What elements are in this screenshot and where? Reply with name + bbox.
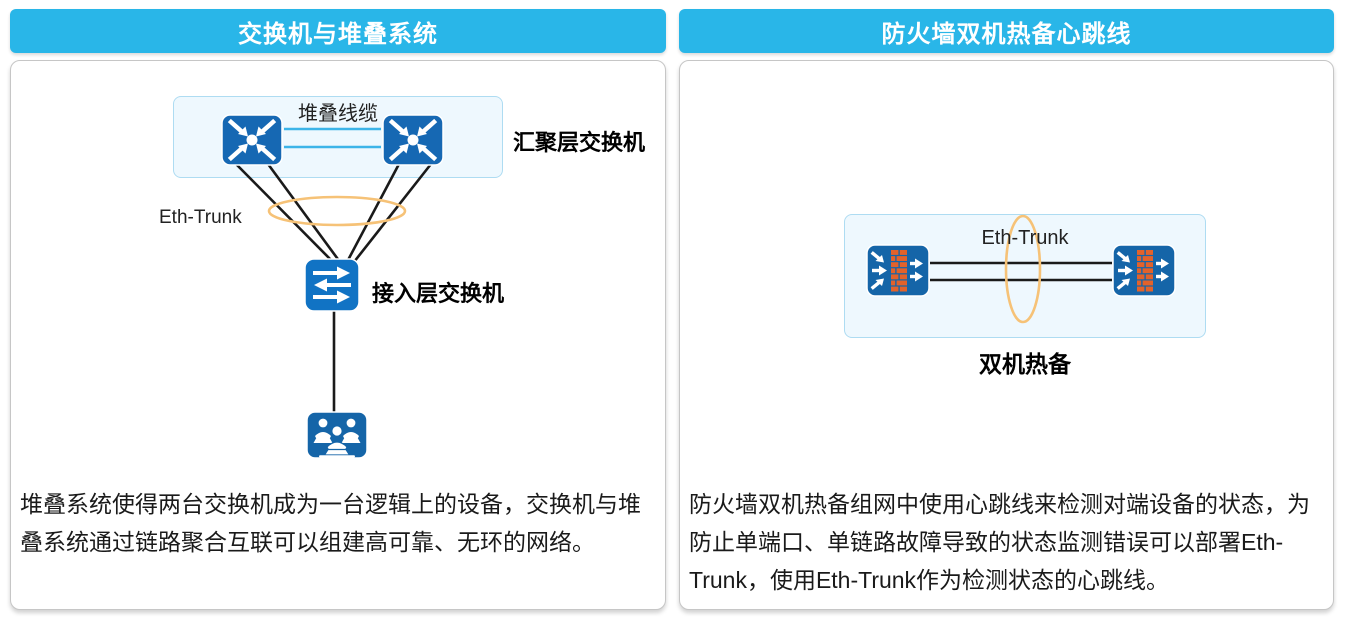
eth-trunk-ellipse [267,195,407,227]
firewall-icon-left [866,244,930,297]
users-icon [306,411,368,459]
hot-standby-label: 双机热备 [979,351,1071,377]
right-panel-description: 防火墙双机热备组网中使用心跳线来检测对端设备的状态，为防止单端口、单链路故障导致… [689,491,1310,593]
uplink-line-2 [266,163,342,263]
aggregation-switch-label: 汇聚层交换机 [513,130,646,155]
panel-firewall-heartbeat: 防火墙双机热备心跳线 [679,0,1334,626]
uplink-line-4 [352,163,433,263]
access-switch-icon [304,258,360,312]
stack-switch-icon-left [221,114,283,166]
stack-switch-icon-right [382,114,444,166]
hot-standby-diagram: Eth-Trunk 双机热备 [680,61,1333,609]
right-panel-title: 防火墙双机热备心跳线 [679,9,1334,53]
left-panel-title: 交换机与堆叠系统 [10,9,666,53]
panel-switch-stacking: 交换机与堆叠系统 [10,0,666,626]
left-panel-description: 堆叠系统使得两台交换机成为一台逻辑上的设备，交换机与堆叠系统通过链路聚合互联可以… [20,491,641,555]
firewall-icon-right [1112,244,1176,297]
stack-cable-label: 堆叠线缆 [298,103,378,125]
uplink-line-1 [235,163,334,263]
right-panel-card: Eth-Trunk 双机热备 防火墙双机热备组网中使用心跳线来检测对端设备的状态… [679,60,1334,610]
right-eth-trunk-label: Eth-Trunk [981,227,1069,249]
left-eth-trunk-label: Eth-Trunk [159,207,242,228]
uplink-line-3 [345,163,401,263]
access-switch-label: 接入层交换机 [372,281,505,306]
left-panel-card: 堆叠线缆 汇聚层交换机 Eth-Trunk 接入层交换机 堆叠系统使得两台交换机… [10,60,666,610]
